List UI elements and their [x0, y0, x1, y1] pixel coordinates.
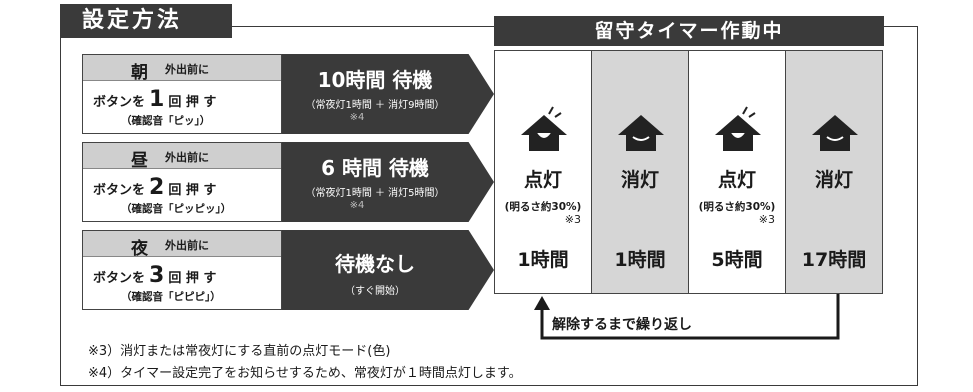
row-header: 朝 外出前に — [83, 55, 281, 83]
sub-label: 外出前に — [165, 239, 209, 252]
sub-label: 外出前に — [165, 151, 209, 164]
wait-arrow: 10時間 待機 （常夜灯1時間 ＋ 消灯9時間） ※4 — [282, 54, 494, 134]
wait-note: ※4 — [349, 200, 365, 211]
time-label: 朝 — [131, 63, 148, 83]
mode-label: 消灯 — [620, 169, 659, 191]
note-ref: ※3 — [758, 213, 775, 226]
row-header: 昼 外出前に — [83, 143, 281, 171]
footnote-4: ※4）タイマー設定完了をお知らせするため、常夜灯が１時間点灯します。 — [88, 366, 522, 381]
press-prefix: ボタンを — [93, 183, 146, 198]
press-suffix: 回 押 す — [168, 95, 217, 110]
duration-label: 1時間 — [614, 249, 666, 271]
sub-label: 外出前に — [165, 63, 209, 76]
duration-label: 5時間 — [711, 249, 763, 271]
press-count: 1 — [149, 87, 165, 112]
wait-detail: （すぐ開始） — [345, 286, 405, 297]
time-label: 昼 — [131, 151, 148, 171]
duration-label: 17時間 — [801, 249, 867, 271]
section-title: 設定方法 — [60, 4, 232, 38]
confirm-sound: （確認音「ピッピッ」） — [121, 203, 232, 215]
wait-detail: （常夜灯1時間 ＋ 消灯5時間） — [305, 188, 445, 199]
footnote-3: ※3）消灯または常夜灯にする直前の点灯モード(色) — [88, 344, 391, 359]
wait-arrow: 6 時間 待機 （常夜灯1時間 ＋ 消灯5時間） ※4 — [282, 142, 494, 222]
timer-col-light-1: 点灯 (明るさ約30%) ※3 1時間 — [494, 50, 592, 294]
house-light-icon — [715, 106, 761, 151]
house-off-icon — [812, 115, 858, 151]
mode-label: 点灯 — [717, 169, 756, 191]
wait-detail: （常夜灯1時間 ＋ 消灯9時間） — [305, 100, 445, 111]
press-prefix: ボタンを — [93, 271, 146, 286]
wait-arrow: 待機なし （すぐ開始） — [282, 230, 494, 310]
house-light-icon — [521, 106, 567, 151]
confirm-sound: （確認音「ピピピ」） — [121, 291, 221, 303]
confirm-sound: （確認音「ピッ」） — [121, 115, 211, 127]
mode-label: 消灯 — [814, 169, 853, 191]
wait-note: ※4 — [349, 112, 365, 123]
duration-label: 1時間 — [517, 249, 569, 271]
timer-header: 留守タイマー作動中 — [494, 16, 884, 46]
row-header: 夜 外出前に — [83, 231, 281, 259]
brightness-label: (明るさ約30%) — [504, 201, 582, 213]
house-off-icon — [618, 115, 664, 151]
mode-label: 点灯 — [523, 169, 562, 191]
wait-main: 10時間 待機 — [317, 68, 433, 92]
press-prefix: ボタンを — [93, 95, 146, 110]
timer-col-off-2: 消灯 17時間 — [785, 50, 883, 294]
time-label: 夜 — [131, 239, 148, 259]
repeat-label: 解除するまで繰り返し — [552, 317, 692, 333]
press-suffix: 回 押 す — [168, 183, 217, 198]
note-ref: ※3 — [564, 213, 581, 226]
press-count: 2 — [149, 175, 165, 200]
wait-main: 待機なし — [335, 252, 415, 276]
brightness-label: (明るさ約30%) — [698, 201, 776, 213]
press-suffix: 回 押 す — [168, 271, 217, 286]
wait-main: 6 時間 待機 — [321, 156, 429, 180]
press-count: 3 — [149, 263, 165, 288]
timer-col-light-2: 点灯 (明るさ約30%) ※3 5時間 — [688, 50, 786, 294]
